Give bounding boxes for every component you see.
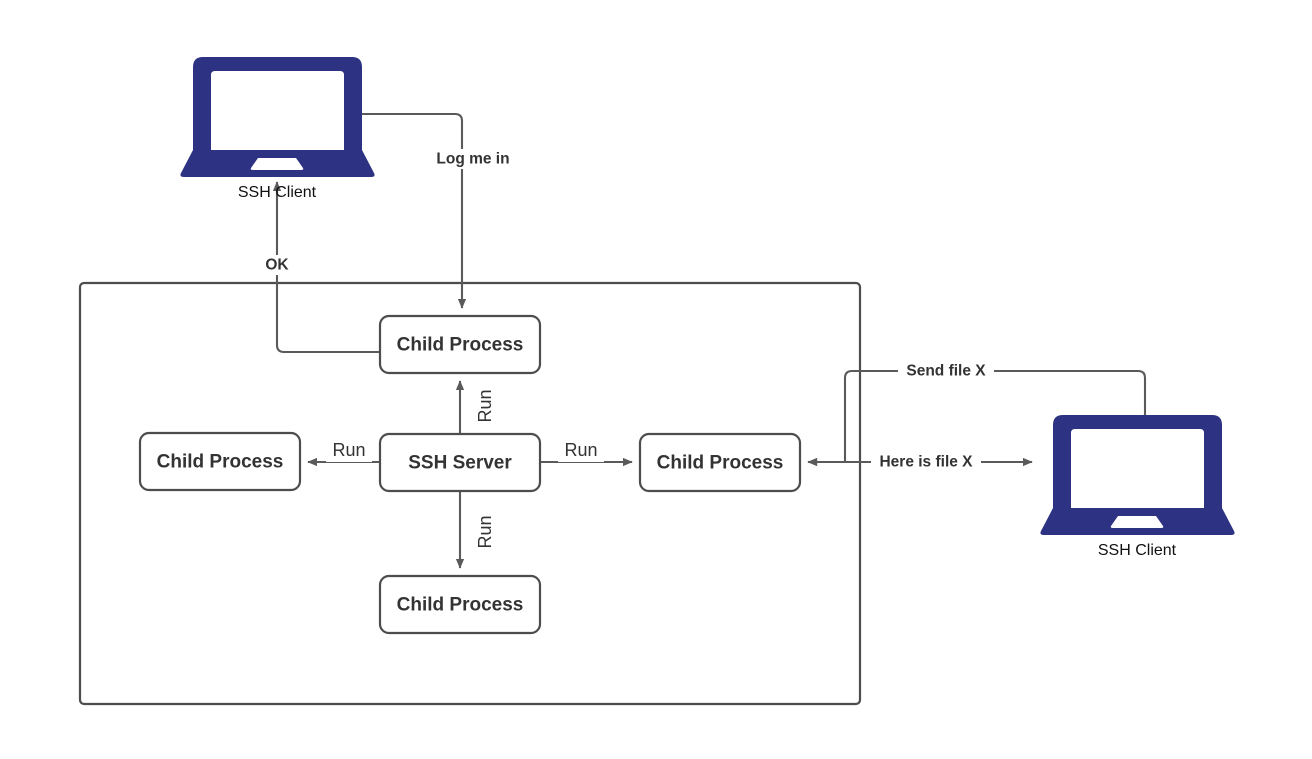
node-child-process-left[interactable]: Child Process	[138, 431, 302, 492]
node-label: Child Process	[397, 335, 524, 356]
laptop-icon	[180, 57, 375, 177]
node-box	[378, 574, 542, 635]
edge-label-text: Run	[564, 440, 597, 460]
edge-ok	[272, 181, 380, 354]
laptop-trackpad-notch	[1110, 516, 1164, 528]
node-child-process-right[interactable]: Child Process	[638, 432, 802, 493]
ssh-server-host-container	[78, 281, 862, 706]
node-label: Child Process	[657, 453, 784, 474]
edge-label-text: Run	[475, 389, 495, 422]
edge-label-log-me-in: Log me in	[413, 149, 533, 169]
edge-label-here-is-file-x: Here is file X	[871, 452, 981, 472]
node-box	[378, 314, 542, 375]
laptop-screen-frame	[1053, 415, 1222, 510]
node-child-process-top[interactable]: Child Process	[378, 314, 542, 375]
edge-label-send-file-x: Send file X	[898, 361, 994, 381]
edge-label-text: Log me in	[436, 151, 509, 168]
edge-label-ok: OK	[259, 255, 295, 275]
laptop-icon	[1040, 415, 1235, 535]
node-label: SSH Server	[408, 453, 512, 474]
edge-label-text: Run	[332, 440, 365, 460]
edge-label-text: Run	[475, 515, 495, 548]
node-box	[378, 432, 542, 493]
edge-send-file-x	[843, 369, 1147, 462]
node-child-process-bottom[interactable]: Child Process	[378, 574, 542, 635]
edge-label-run-left: Run	[326, 440, 372, 462]
edge-log-me-in	[355, 112, 467, 309]
node-box	[138, 431, 302, 492]
node-label: Child Process	[157, 452, 284, 473]
device-ssh-client-right[interactable]: SSH Client	[1040, 415, 1235, 559]
laptop-trackpad-notch	[250, 158, 304, 170]
laptop-screen-frame	[193, 57, 362, 152]
node-label: Child Process	[397, 595, 524, 616]
device-ssh-client-top[interactable]: SSH Client	[180, 57, 375, 201]
edge-label-text: Send file X	[906, 363, 986, 380]
device-label: SSH Client	[1098, 542, 1177, 559]
edge-label-text: Here is file X	[879, 454, 973, 471]
edge-label-run-right: Run	[558, 440, 604, 462]
device-label: SSH Client	[238, 184, 317, 201]
edge-label-run-up: Run	[475, 382, 497, 430]
edge-label-text: OK	[265, 257, 289, 274]
edge-label-run-down: Run	[475, 508, 497, 556]
node-ssh-server[interactable]: SSH Server	[378, 432, 542, 493]
node-box	[638, 432, 802, 493]
